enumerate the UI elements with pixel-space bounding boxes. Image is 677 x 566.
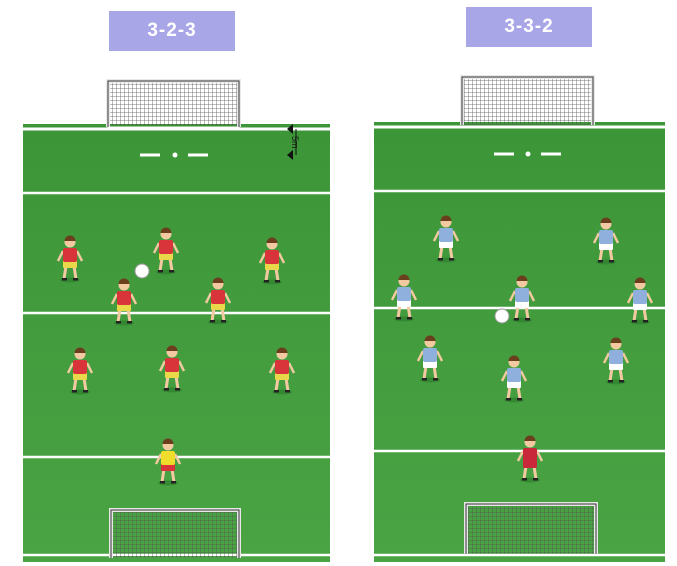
goal-top-right xyxy=(462,77,593,125)
goal-bottom-right xyxy=(466,504,596,554)
pitch-left xyxy=(23,124,330,562)
ball-left xyxy=(135,264,149,278)
goal-top-left xyxy=(108,81,239,127)
goal-bottom-left xyxy=(111,510,239,558)
ball-right xyxy=(495,309,509,323)
distance-label: 5m xyxy=(290,136,300,149)
